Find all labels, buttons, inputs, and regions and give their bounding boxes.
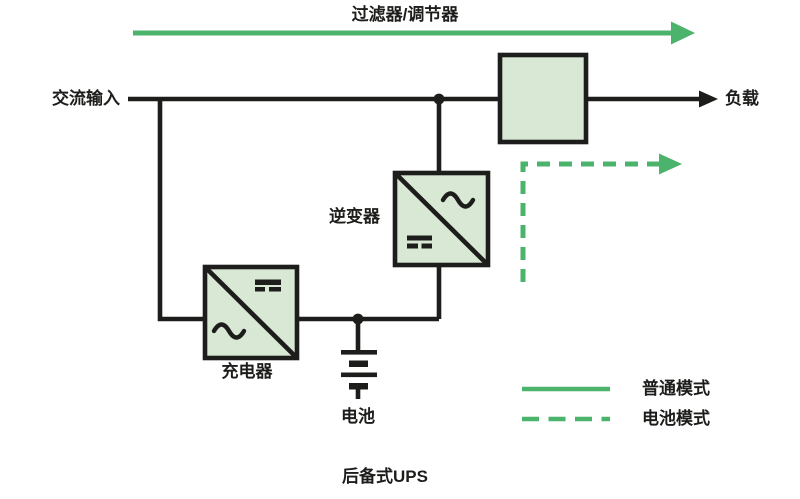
dc-symbol-icon xyxy=(255,279,281,292)
load-arrowhead-icon xyxy=(699,90,718,108)
charger-box xyxy=(202,264,300,361)
battery-label: 电池 xyxy=(341,407,375,426)
load-label: 负载 xyxy=(725,89,759,108)
ac-junction-dot xyxy=(433,93,445,105)
battery-mode-flow-line xyxy=(520,161,659,282)
filter-conditioner-label: 过滤器/调节器 xyxy=(351,5,459,24)
legend-battery-mode-label: 电池模式 xyxy=(642,409,710,428)
ac-sine-icon xyxy=(440,191,476,209)
inverter-label: 逆变器 xyxy=(329,207,380,226)
charger-branch-wire xyxy=(157,97,205,322)
diagram-title: 后备式UPS xyxy=(342,467,428,486)
filter-conditioner-box xyxy=(497,52,589,145)
charger-label: 充电器 xyxy=(221,362,273,381)
ac-sine-icon xyxy=(211,322,247,340)
legend-normal-mode-label: 普通模式 xyxy=(642,379,710,398)
normal-mode-arrowhead-icon xyxy=(671,21,695,45)
ac-input-label: 交流输入 xyxy=(52,89,120,108)
inverter-box xyxy=(392,170,491,268)
battery-mode-arrowhead-icon xyxy=(659,153,682,175)
dc-symbol-icon xyxy=(407,235,432,249)
battery-icon xyxy=(341,350,377,399)
